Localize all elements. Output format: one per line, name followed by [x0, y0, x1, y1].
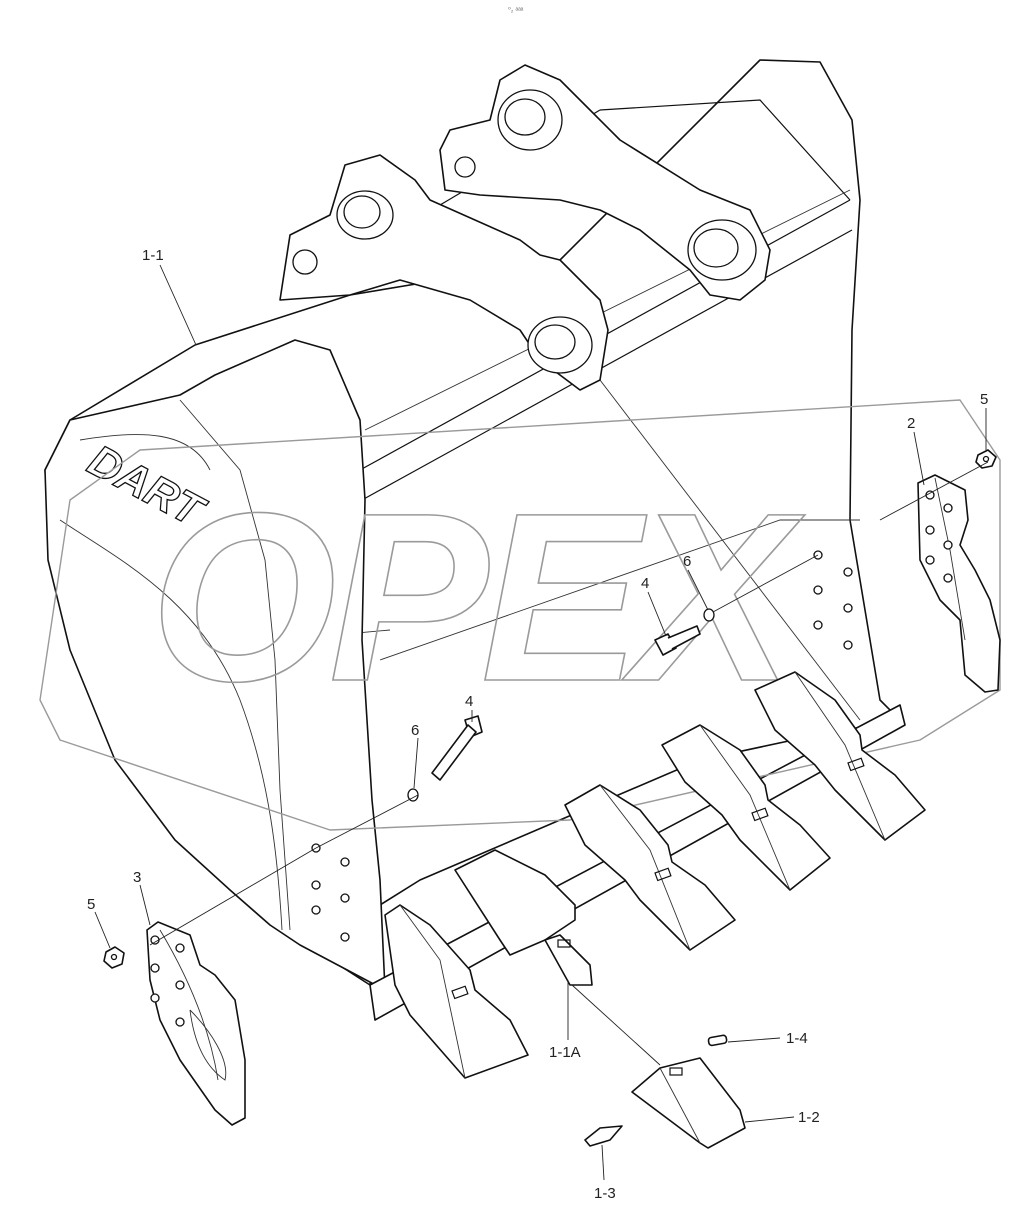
tooth-2-adapter	[454, 849, 576, 956]
side-cutter-left	[146, 921, 246, 1126]
tooth-tip-ridge	[659, 1067, 701, 1144]
label-5-left: 5	[87, 896, 95, 913]
watermark: OPEX	[39, 399, 1001, 831]
tooth-1	[384, 904, 529, 1079]
lug-hole-small-left	[292, 249, 318, 275]
boss-right-upper-inner	[504, 98, 546, 136]
label-1-1a: 1-1A	[549, 1044, 581, 1061]
left-plate-top-curve	[79, 434, 211, 471]
label-2: 2	[907, 415, 915, 432]
tooth-4	[661, 724, 831, 891]
inner-side-line	[599, 379, 861, 721]
tooth-2-pin	[557, 939, 571, 948]
bolt-right	[654, 608, 715, 656]
header-mark: ⁰₂ ᵃᵃᵃ	[508, 6, 524, 14]
inner-floor-line	[379, 519, 860, 661]
label-4-right: 4	[641, 575, 649, 592]
tooth-3-ridge	[599, 784, 691, 951]
bolt-shank-right	[667, 625, 701, 650]
side-cutter-2-rib	[934, 477, 966, 641]
callout-labels: 1-1 2 5 6 4 4 6 3 5 1-1A 1-4 1-2 1-3	[87, 247, 988, 1202]
tooth-5-pin	[847, 757, 865, 772]
washer-right	[703, 608, 715, 622]
tooth-1-pin	[451, 985, 469, 1000]
left-plate-curve	[59, 519, 283, 931]
label-6-center: 6	[411, 722, 419, 739]
back-plate-top	[599, 99, 851, 201]
tooth-5	[754, 671, 926, 841]
exploded-tooth-parts	[584, 1034, 746, 1149]
side-cutter-right	[917, 474, 1001, 693]
lug-hole-small-right	[454, 156, 476, 178]
cross-tube-lower	[361, 229, 853, 501]
teeth	[384, 671, 926, 1079]
label-5-right: 5	[980, 391, 988, 408]
tooth-4-ridge	[699, 724, 791, 891]
pin-1-3	[584, 1125, 623, 1147]
label-3: 3	[133, 869, 141, 886]
boss-left-upper-inner	[343, 195, 381, 229]
label-1-4: 1-4	[786, 1030, 808, 1047]
side-cutter-3	[146, 921, 246, 1126]
tooth-2-nose	[544, 934, 593, 986]
cross-tube-edge	[364, 189, 851, 431]
label-1-3: 1-3	[594, 1185, 616, 1202]
bolt-shank-center	[431, 724, 477, 781]
side-cutter-2	[917, 474, 1001, 693]
tooth-tip-1-2	[631, 1057, 746, 1149]
left-side-holes	[311, 843, 350, 942]
tooth-3-pin	[654, 867, 672, 882]
watermark-text: OPEX	[150, 463, 806, 731]
boss-left-lower-inner	[534, 324, 576, 360]
label-1-1: 1-1	[142, 247, 164, 264]
tooth-5-ridge	[794, 671, 886, 841]
label-6-right: 6	[683, 553, 691, 570]
right-side-holes	[813, 550, 853, 650]
tooth-tip-pin-slot	[669, 1067, 683, 1076]
label-1-2: 1-2	[798, 1109, 820, 1126]
side-cutter-3-rib	[159, 929, 219, 1081]
leader-lines	[94, 264, 989, 1181]
side-cutter-3-slot	[189, 1009, 227, 1081]
tooth-4-pin	[751, 807, 769, 822]
retainer-1-4	[707, 1034, 728, 1047]
label-4-center: 4	[465, 693, 473, 710]
tooth-3	[564, 784, 736, 951]
left-side-plate	[44, 339, 386, 991]
tooth-1-ridge	[399, 904, 466, 1079]
watermark-frame	[39, 399, 1001, 831]
boss-right-lower-inner	[693, 228, 739, 268]
